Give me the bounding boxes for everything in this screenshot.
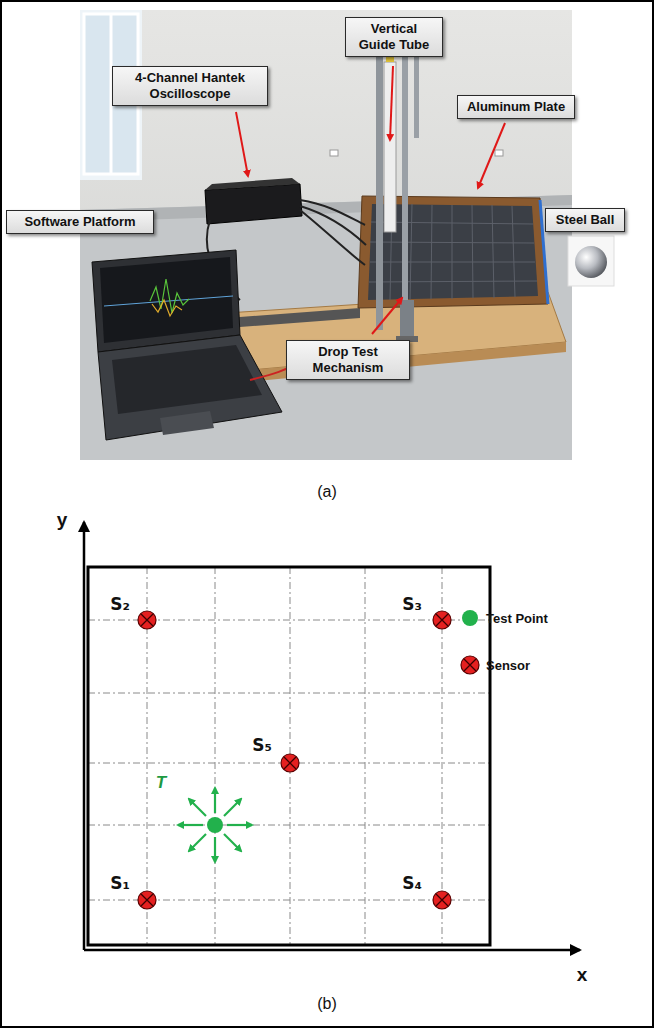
sensor-label: S₄ [402, 873, 422, 893]
sensor-label: S₁ [110, 873, 130, 893]
figure-label: (b) [317, 995, 337, 1013]
callout-text: Drop Test Mechanism [293, 344, 403, 375]
axis-label: x [577, 964, 588, 986]
callout-box: Software Platform [6, 210, 154, 234]
legend-sensor-symbol [461, 656, 479, 674]
sensor-label: S₂ [110, 594, 130, 614]
sensor-symbols [138, 611, 451, 909]
setup-photo [80, 10, 614, 460]
callout-box: Vertical Guide Tube [345, 17, 443, 56]
callout-box: 4-Channel Hantek Oscilloscope [112, 66, 268, 105]
callout-text: Software Platform [13, 214, 147, 230]
figure-label: (a) [317, 483, 337, 501]
callout-text: Steel Ball [552, 212, 618, 228]
sensor-label: S₃ [402, 594, 422, 614]
legend-swatch [462, 610, 478, 626]
test-point-label: T [156, 773, 166, 793]
plate-diagram [84, 522, 580, 950]
test-point [207, 817, 223, 833]
callout-text: Vertical Guide Tube [352, 21, 436, 52]
callout-box: Steel Ball [545, 208, 625, 232]
callout-box: Drop Test Mechanism [286, 340, 410, 379]
sensor-label: S₅ [252, 735, 272, 755]
legend-text: Sensor [486, 658, 530, 673]
callout-text: 4-Channel Hantek Oscilloscope [119, 70, 261, 101]
legend-text: Test Point [486, 611, 548, 626]
axis-label: y [57, 509, 68, 531]
wave-arrows [178, 788, 252, 862]
callout-box: Aluminum Plate [457, 95, 575, 119]
callout-text: Aluminum Plate [464, 99, 568, 115]
